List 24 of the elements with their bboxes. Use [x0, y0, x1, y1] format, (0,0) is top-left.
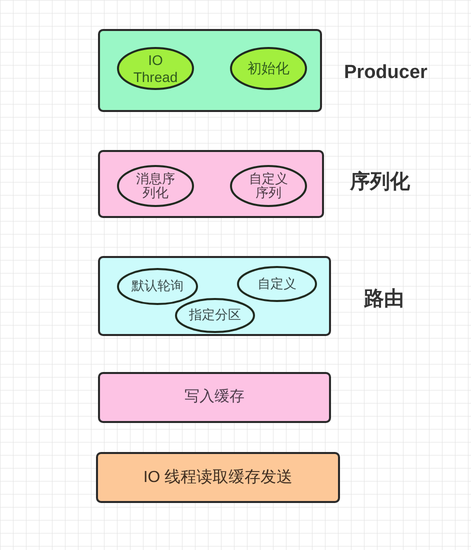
oval-shape [230, 165, 307, 207]
node-label: 指定分区 [189, 308, 241, 323]
oval-shape [237, 266, 317, 302]
process-box [98, 372, 331, 423]
stage-box [98, 150, 324, 218]
node-label: 默认轮询 [132, 279, 184, 294]
node-label: 写入缓存 [184, 387, 244, 408]
node-label: 初始化 [248, 60, 290, 77]
stage-label: 序列化 [350, 170, 410, 195]
oval-shape [117, 268, 198, 305]
stage-label: 路由 [364, 287, 404, 312]
node-label: 自定义序列 [248, 172, 289, 200]
node-label: IO 线程读取缓存发送 [143, 468, 293, 488]
node-label: 自定义 [258, 276, 296, 292]
oval-shape [117, 47, 194, 90]
oval-shape [230, 47, 307, 90]
stage-label: Producer [344, 61, 428, 85]
oval-shape [175, 298, 255, 333]
stage-box [98, 29, 322, 112]
process-box [96, 452, 340, 503]
node-label: 消息序列化 [135, 172, 176, 200]
node-label: IO Thread [132, 52, 179, 85]
oval-shape [117, 165, 194, 207]
stage-box [98, 256, 331, 336]
